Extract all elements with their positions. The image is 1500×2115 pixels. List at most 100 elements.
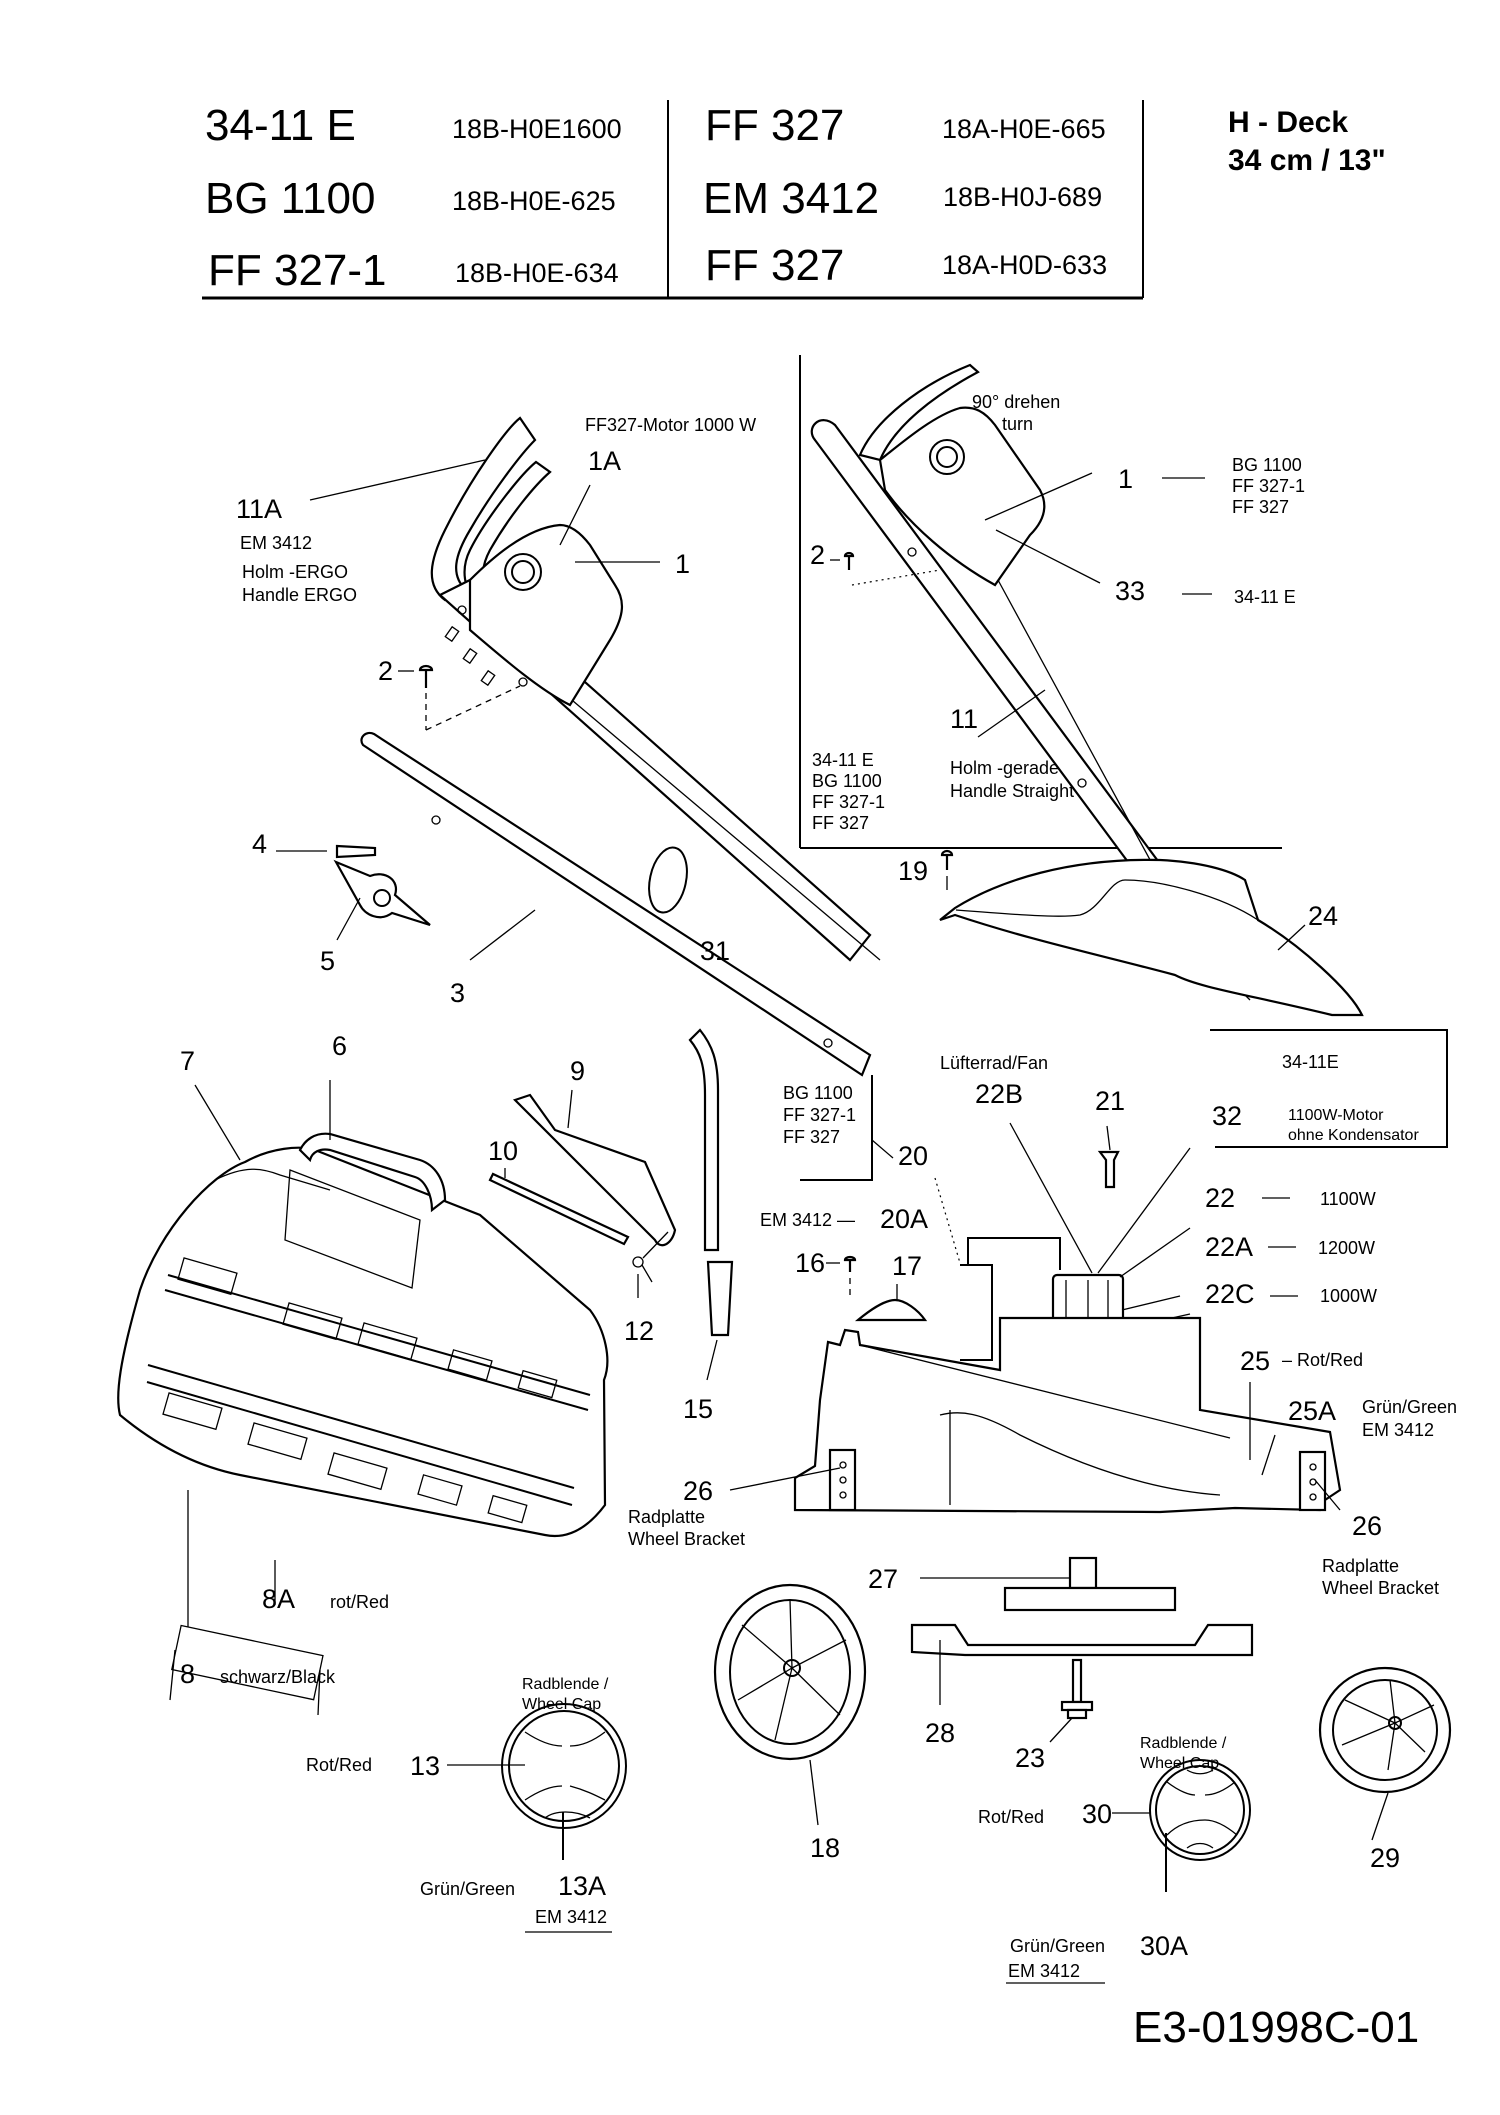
wheel-cap-13-inner [508, 1710, 620, 1822]
screw-16-icon [843, 1255, 857, 1272]
catcher-tab [247, 1422, 308, 1461]
callout-33: 33 [1115, 576, 1145, 606]
callout-16: 16 [795, 1248, 825, 1278]
callout-23: 23 [1015, 1743, 1045, 1773]
tube-hole [907, 547, 917, 557]
leader-21 [1106, 1125, 1111, 1151]
deck-cover-ridge [955, 879, 1259, 921]
leader-26-right [1314, 1479, 1341, 1511]
tube-hole [823, 1038, 833, 1048]
p1-model: BG 1100 [1232, 455, 1302, 475]
deck-edge [859, 1344, 1231, 1439]
callout-11A: 11A [236, 494, 282, 524]
rot-red-13: Rot/Red [306, 1755, 372, 1775]
catcher-tab [417, 1474, 463, 1506]
catcher-tab [282, 1302, 343, 1341]
model-code: 18A-H0D-633 [942, 250, 1107, 280]
note-handle-ergo: Handle ERGO [242, 585, 357, 605]
leader-32 [1097, 1147, 1191, 1274]
knob-5-hole [373, 889, 391, 907]
inset-model: FF 327-1 [812, 792, 885, 812]
catcher-top-edge [214, 1168, 331, 1191]
deck-cover-24 [939, 858, 1364, 1017]
catcher-tab [517, 1369, 558, 1399]
document-id: E3-01998C-01 [1133, 2003, 1419, 2052]
p8-color: schwarz/Black [220, 1667, 336, 1687]
p1-model: FF 327-1 [1232, 476, 1305, 496]
callout-11: 11 [950, 704, 978, 734]
callout-1-inset: 1 [1118, 464, 1133, 494]
wheel-29 [1318, 1666, 1452, 1794]
callout-30: 30 [1082, 1799, 1112, 1829]
screw-2-path [425, 685, 521, 731]
box-32-frame [1210, 1029, 1448, 1148]
callout-8A: 8A [262, 1584, 295, 1614]
leader-15 [706, 1339, 718, 1381]
callout-22C: 22C [1205, 1279, 1255, 1309]
callout-17: 17 [892, 1251, 922, 1281]
p25A-color: Grün/Green [1362, 1397, 1457, 1417]
catcher-handle-6 [298, 1132, 447, 1213]
tube-hole [1077, 778, 1087, 788]
callout-26-right: 26 [1352, 1511, 1382, 1541]
clip [444, 625, 460, 643]
p20-model: FF 327-1 [783, 1105, 856, 1125]
callout-1A: 1A [588, 446, 621, 476]
cable-connector-20 [960, 1264, 993, 1361]
callout-31: 31 [700, 936, 730, 966]
tube-plug-15 [706, 1260, 734, 1337]
leader-22 [1119, 1227, 1191, 1278]
note-turn-en: turn [1002, 414, 1033, 434]
wheel-bracket-right [1298, 1450, 1327, 1512]
box-32-line2: ohne Kondensator [1288, 1127, 1419, 1144]
watts-22: 1100W [1320, 1189, 1376, 1209]
blade-bolt-head [1066, 1708, 1088, 1720]
box-32-title: 34-11E [1282, 1052, 1339, 1072]
leader-20-box [871, 1139, 894, 1159]
wheel-18 [713, 1583, 867, 1761]
callout-2: 2 [378, 656, 393, 686]
callout-1: 1 [675, 549, 690, 579]
wheel-cap-30-pattern [1166, 1769, 1238, 1849]
handle-ergo-assembly [430, 416, 881, 962]
switch-box [468, 523, 623, 707]
inset-model: BG 1100 [812, 771, 882, 791]
catcher-ribs-top [284, 1169, 421, 1289]
wheel-cap-30-inner [1155, 1765, 1245, 1855]
straight-handle-top-bar [858, 363, 980, 462]
leader-1-inset [984, 472, 1093, 521]
model-name: FF 327 [705, 101, 844, 150]
gruen-green-30: Grün/Green [1010, 1936, 1105, 1956]
bracket-hole [1309, 1463, 1317, 1471]
callout-9: 9 [570, 1056, 585, 1086]
clip [480, 669, 496, 687]
model-table: 34-11 E 18B-H0E1600 BG 1100 18B-H0E-625 … [202, 100, 1144, 300]
wheel-29-rim [1332, 1679, 1438, 1781]
leader-3 [469, 909, 536, 961]
catcher-rail [147, 1364, 575, 1489]
bracket-hole [839, 1461, 847, 1469]
switch-box-inset [878, 406, 1046, 587]
callout-30A: 30A [1140, 1931, 1188, 1961]
callout-18: 18 [810, 1833, 840, 1863]
grass-catcher-body [117, 1146, 609, 1538]
note-fan: Lüfterrad/Fan [940, 1053, 1048, 1073]
radplatte-left: Radplatte [628, 1507, 705, 1527]
leader-22B [1009, 1122, 1093, 1274]
wheel-18-spokes [737, 1599, 847, 1741]
inset-model: 34-11 E [812, 750, 874, 770]
callout-29: 29 [1370, 1843, 1400, 1873]
callout-10: 10 [488, 1136, 518, 1166]
leader-33 [995, 529, 1101, 584]
note-holm-gerade: Holm -gerade [950, 758, 1059, 778]
leader-7 [194, 1084, 241, 1161]
catcher-rail [146, 1381, 573, 1506]
knob-5-icon [333, 859, 431, 927]
model-name: 34-11 E [205, 101, 356, 150]
p20A-model: EM 3412 — [760, 1210, 855, 1230]
callout-4: 4 [252, 829, 267, 859]
model-name: EM 3412 [703, 174, 879, 223]
p20-model: BG 1100 [783, 1083, 853, 1103]
